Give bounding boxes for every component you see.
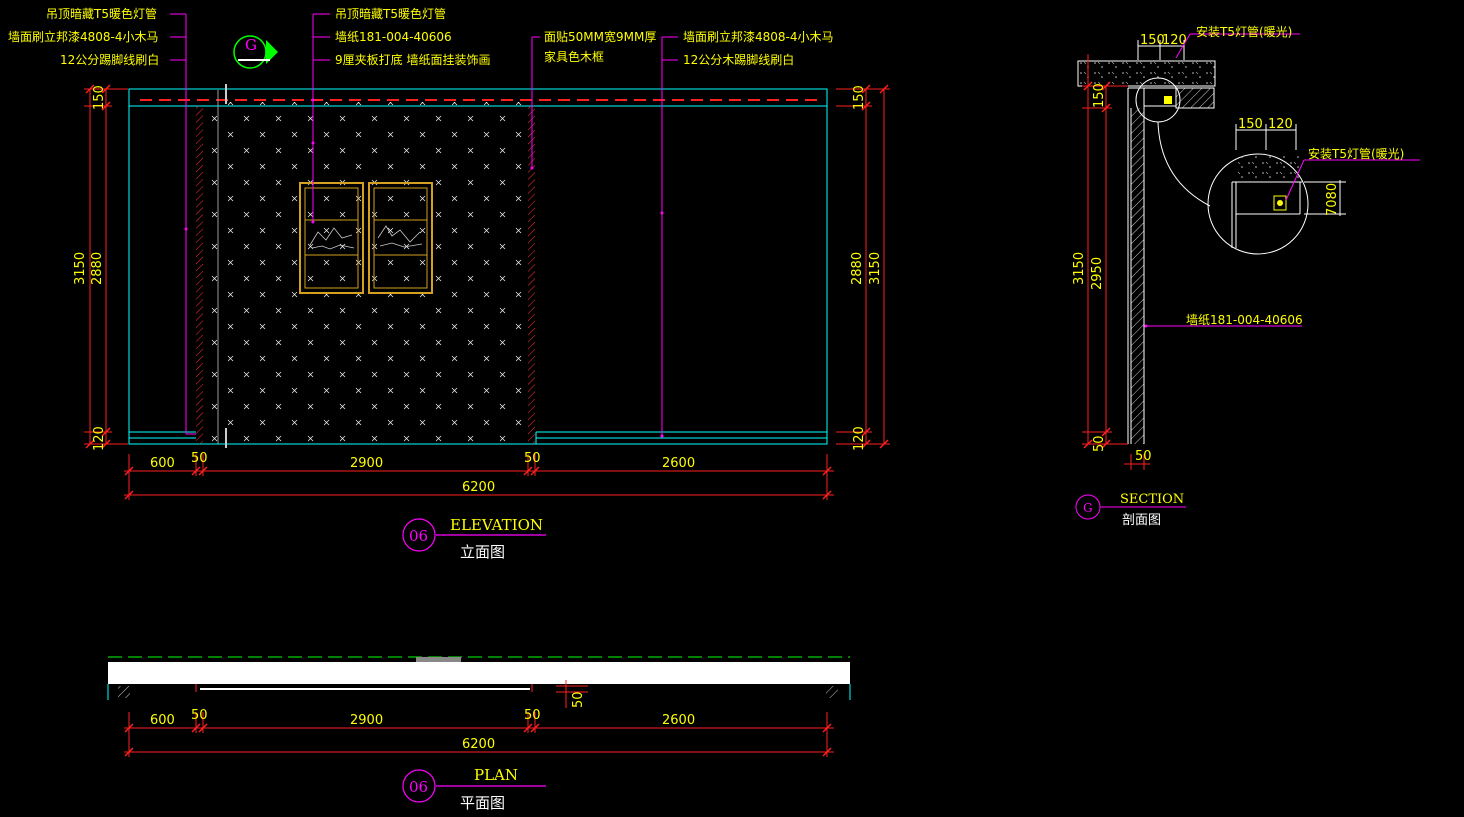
section-top-dim-120: 120 (1162, 33, 1187, 48)
plan-dim-total: 6200 (462, 737, 495, 752)
note-mid-3: 9厘夹板打底 墙纸面挂装饰画 (335, 52, 490, 67)
section-wallpaper-note: 墙纸181-004-40606 (1186, 313, 1303, 327)
plan-wall (108, 662, 850, 684)
section-dim-top: 150 (1092, 83, 1107, 108)
plan-dim-50b: 50 (524, 708, 541, 723)
note-left-1: 吊顶暗藏T5暖色灯管 (46, 6, 157, 21)
wallpaper-panel (204, 102, 531, 444)
elevation-view: G 吊顶暗藏T5暖色灯管 墙面刷立邦漆4808-4小木马 12公分踢脚线刷白 吊… (8, 6, 890, 561)
section-dim-overall: 3150 (1072, 252, 1087, 285)
plan-dim-2900: 2900 (350, 713, 383, 728)
dim-bottom-50b: 50 (524, 451, 541, 466)
frame-strip-right (528, 106, 535, 444)
elevation-title: 06 ELEVATION 立面图 (402, 516, 546, 561)
plan-view: 50 600 50 2900 50 2600 6200 06 PLAN 平面图 (107, 656, 851, 812)
section-lamp-note: 安装T5灯管(暖光) (1196, 24, 1292, 39)
dim-right-top: 150 (852, 85, 867, 110)
detail-lamp-note: 安装T5灯管(暖光) (1308, 146, 1404, 161)
plan-dim-600: 600 (150, 713, 175, 728)
note-left-2: 墙面刷立邦漆4808-4小木马 (8, 29, 159, 44)
note-frame-1: 面贴50MM宽9MM厚 (544, 29, 656, 44)
section-marker-letter: G (245, 36, 257, 54)
detail-dim-height: 7080 (1325, 183, 1340, 216)
dim-left-top: 150 (92, 85, 107, 110)
decorative-painting-right (368, 182, 433, 294)
section-dim-mid: 2950 (1090, 257, 1105, 290)
section-top-dim-150: 150 (1140, 33, 1165, 48)
frame-strip-left (196, 106, 203, 444)
section-bottom-dim: 50 (1135, 449, 1152, 464)
section-title-cn: 剖面图 (1122, 513, 1161, 528)
dim-total: 6200 (462, 480, 495, 495)
plan-dim-50a: 50 (191, 708, 208, 723)
plan-title-en: PLAN (474, 766, 518, 784)
plan-dim-2600: 2600 (662, 713, 695, 728)
detail-callout-large (1207, 153, 1309, 255)
note-frame-2: 家具色木框 (544, 49, 604, 64)
note-mid-2: 墙纸181-004-40606 (335, 30, 452, 44)
section-view: 150 120 安装T5灯管(暖光) 150 120 安装T5灯管(暖光) 70… (1072, 24, 1420, 528)
elevation-title-number: 06 (409, 527, 428, 545)
leader-lines (170, 13, 678, 438)
dims-right: 150 2880 3150 120 (836, 84, 890, 451)
plan-side-dim: 50 (571, 691, 586, 708)
section-dim-bottom: 50 (1092, 435, 1107, 452)
plan-title-cn: 平面图 (460, 794, 505, 812)
dim-right-bottom: 120 (852, 426, 867, 451)
section-title-en: SECTION (1120, 492, 1184, 507)
dim-right-overall: 3150 (868, 252, 883, 285)
dim-bottom-2900: 2900 (350, 456, 383, 471)
note-right-1: 墙面刷立邦漆4808-4小木马 (683, 29, 834, 44)
note-right-2: 12公分木踢脚线刷白 (683, 52, 794, 67)
dims-bottom: 600 50 2900 50 2600 6200 (124, 451, 834, 500)
dim-bottom-50a: 50 (191, 451, 208, 466)
elevation-outline (128, 88, 828, 445)
detail-dim-120: 120 (1268, 117, 1293, 132)
note-left-3: 12公分踢脚线刷白 (60, 52, 159, 67)
dims-left: 150 3150 2880 120 (73, 84, 128, 451)
note-mid-1: 吊顶暗藏T5暖色灯管 (335, 6, 446, 21)
section-title-letter: G (1083, 501, 1093, 515)
ceiling-slab (1077, 60, 1216, 87)
dim-left-overall: 3150 (73, 252, 88, 285)
wall-section (1131, 108, 1144, 444)
detail-dim-150: 150 (1238, 117, 1263, 132)
elevation-title-en: ELEVATION (450, 516, 543, 534)
section-marker-g: G (233, 35, 278, 69)
dim-right-mid: 2880 (850, 252, 865, 285)
decorative-painting-left (299, 182, 364, 294)
dim-left-mid: 2880 (90, 252, 105, 285)
plan-title-number: 06 (409, 778, 428, 796)
dim-bottom-600: 600 (150, 456, 175, 471)
dim-bottom-2600: 2600 (662, 456, 695, 471)
dim-left-bottom: 120 (92, 426, 107, 451)
elevation-title-cn: 立面图 (460, 543, 505, 561)
